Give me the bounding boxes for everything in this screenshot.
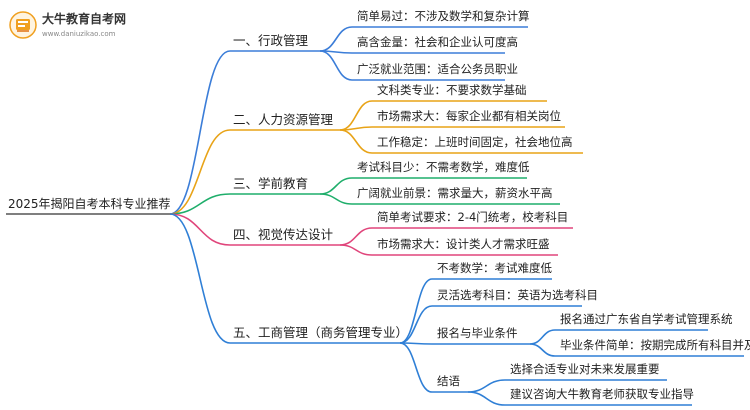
leaf-label: 毕业条件简单：按期完成所有科目并及格 [560, 338, 750, 352]
sub-branch-label: 结语 [437, 374, 460, 388]
leaf-label: 报名通过广东省自学考试管理系统 [560, 312, 733, 326]
connector-curve [399, 342, 433, 393]
sub-branch-label: 报名与毕业条件 [437, 326, 518, 340]
leaf-label: 简单考试要求：2-4门统考，校考科目 [377, 210, 569, 224]
connector-curve [339, 129, 373, 154]
connector-curve [169, 50, 231, 215]
connector-curve [319, 177, 353, 195]
leaf-label: 广泛就业范围：适合公务员职业 [357, 62, 518, 76]
leaf-label: 高含金量：社会和企业认可度高 [357, 35, 518, 49]
root-topic: 2025年揭阳自考本科专业推荐 [8, 197, 171, 211]
leaf-label: 灵活选考科目：英语为选考科目 [437, 288, 598, 302]
connector-curve [169, 193, 231, 215]
leaf-label: 市场需求大：每家企业都有相关岗位 [377, 109, 561, 123]
leaf-label: 选择合适专业对未来发展重要 [510, 362, 660, 376]
connector-curve [319, 50, 353, 81]
logo-title: 大牛教育自考网 [42, 12, 127, 26]
connector-curve [319, 26, 353, 52]
logo-subtitle: www.daniuzikao.com [42, 30, 116, 38]
leaf-label: 文科类专业：不要求数学基础 [377, 83, 527, 97]
branch-label: 一、行政管理 [233, 33, 309, 48]
branch-label: 二、人力资源管理 [233, 112, 334, 127]
connector-curve [169, 213, 231, 344]
branch-label: 四、视觉传达设计 [233, 227, 334, 242]
connector-curve [339, 227, 373, 246]
connector-curve [467, 391, 506, 406]
logo-icon [8, 10, 38, 40]
connector-curve [169, 129, 231, 215]
leaf-label: 广阔就业前景：需求量大，薪资水平高 [357, 186, 553, 200]
connector-curve [319, 193, 353, 205]
connector-curve [339, 244, 373, 256]
connector-curve [529, 329, 556, 345]
leaf-label: 考试科目少：不需考数学，难度低 [357, 160, 530, 174]
leaf-label: 不考数学：考试难度低 [437, 261, 552, 275]
connector-curve [169, 213, 231, 246]
connector-curve [399, 305, 433, 344]
leaf-label: 简单易过：不涉及数学和复杂计算 [357, 9, 530, 23]
connector-curve [339, 100, 373, 131]
leaf-label: 市场需求大：设计类人才需求旺盛 [377, 237, 550, 251]
leaf-label: 工作稳定：上班时间固定，社会地位高 [377, 135, 573, 149]
connector-curve [529, 343, 556, 357]
leaf-label: 建议咨询大牛教育老师获取专业指导 [510, 387, 694, 401]
connector-curve [467, 379, 506, 393]
branch-label: 三、学前教育 [233, 176, 309, 191]
branch-label: 五、工商管理（商务管理专业） [233, 325, 409, 340]
